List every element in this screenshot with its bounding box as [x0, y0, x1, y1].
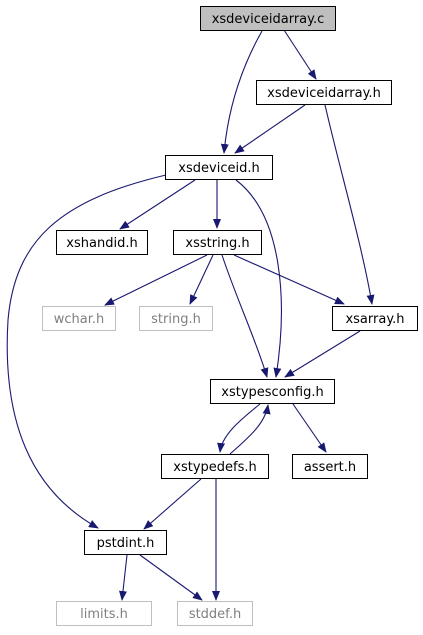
node-label: xsdeviceidarray.c: [212, 12, 325, 27]
node-box: [256, 80, 392, 105]
node-label: xsdeviceid.h: [178, 161, 259, 176]
node-box: [332, 306, 418, 331]
edge-pstdint-h-to-stddef-h: [139, 554, 203, 601]
node-label: xsarray.h: [345, 312, 404, 327]
node-pstdint-h[interactable]: pstdint.h: [84, 530, 167, 555]
node-box: [42, 306, 116, 331]
node-xsarray-h[interactable]: xsarray.h: [332, 306, 418, 331]
edge-xsdeviceid-h-to-pstdint-h: [6, 174, 167, 529]
edge-xsarray-h-to-xstypesconfig-h: [284, 330, 361, 378]
node-xsstring-h[interactable]: xsstring.h: [173, 230, 262, 255]
node-box: [165, 155, 273, 180]
edge-xsstring-h-to-xsarray-h: [233, 254, 345, 305]
node-box: [56, 601, 152, 626]
nodes: xsdeviceidarray.c xsdeviceidarray.h xsdevi…: [42, 6, 418, 626]
node-box: [173, 230, 262, 255]
node-label: xsdeviceidarray.h: [267, 86, 381, 101]
node-label: stddef.h: [189, 607, 241, 622]
node-box: [139, 306, 213, 331]
edge-xsdeviceidarray-c-to-xsdeviceidarray-h: [283, 29, 317, 80]
edge-xsstring-h-to-wchar-h: [104, 254, 208, 306]
node-label: xstypedefs.h: [173, 460, 256, 475]
edge-xstypedefs-h-to-xstypesconfig-h: [229, 404, 271, 455]
node-box: [210, 379, 335, 404]
edge-xsdeviceidarray-h-to-xsarray-h: [324, 104, 375, 305]
node-xshandid-h[interactable]: xshandid.h: [56, 230, 148, 255]
node-box: [200, 6, 336, 31]
edge-xstypesconfig-h-to-xstypedefs-h: [217, 403, 261, 453]
edge-xsdeviceid-h-to-xshandid-h: [119, 179, 196, 230]
node-box: [292, 454, 368, 479]
node-box: [56, 230, 148, 255]
node-label: limits.h: [80, 607, 128, 622]
edges: [6, 29, 375, 601]
edge-pstdint-h-to-limits-h: [119, 554, 128, 601]
node-label: assert.h: [304, 460, 356, 475]
node-label: wchar.h: [54, 312, 105, 327]
node-stddef-h: stddef.h: [177, 601, 253, 626]
node-label: xstypesconfig.h: [221, 385, 323, 400]
node-box: [177, 601, 253, 626]
edge-xsstring-h-to-xstypesconfig-h: [221, 254, 269, 378]
node-limits-h: limits.h: [56, 601, 152, 626]
node-xsdeviceidarray-c[interactable]: xsdeviceidarray.c: [200, 6, 336, 31]
edge-xsdeviceidarray-c-to-xsdeviceid-h: [220, 30, 263, 154]
node-label: string.h: [151, 312, 201, 327]
node-label: xsstring.h: [185, 236, 249, 251]
node-label: pstdint.h: [97, 536, 155, 551]
edge-xstypesconfig-h-to-assert-h: [292, 403, 327, 453]
node-xstypedefs-h[interactable]: xstypedefs.h: [161, 454, 269, 479]
node-label: xshandid.h: [66, 236, 137, 251]
node-xsdeviceidarray-h[interactable]: xsdeviceidarray.h: [256, 80, 392, 105]
node-xsdeviceid-h[interactable]: xsdeviceid.h: [165, 155, 273, 180]
edge-xstypedefs-h-to-pstdint-h: [143, 478, 202, 530]
node-box: [161, 454, 269, 479]
node-wchar-h: wchar.h: [42, 306, 116, 331]
node-string-h: string.h: [139, 306, 213, 331]
edge-xsstring-h-to-string-h: [189, 254, 214, 305]
node-xstypesconfig-h[interactable]: xstypesconfig.h: [210, 379, 335, 404]
edge-xsdeviceid-h-to-xstypesconfig-h: [235, 179, 282, 378]
node-assert-h[interactable]: assert.h: [292, 454, 368, 479]
edge-xsdeviceidarray-h-to-xsdeviceid-h: [234, 104, 306, 154]
node-box: [84, 530, 167, 555]
